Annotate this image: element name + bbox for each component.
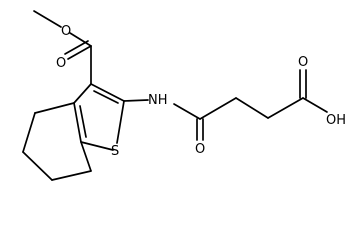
- bond-c3-c2-inner: [93, 90, 119, 104]
- atom-o-amide: O: [195, 142, 205, 157]
- bond-c-o-ester-double-a: [67, 45, 92, 60]
- chemical-structure: O O NH S O O OH: [22, 10, 346, 181]
- atom-labels: O O NH S O O OH: [56, 24, 346, 159]
- bond-o-c-ester: [69, 32, 92, 47]
- bond-methyl-o: [33, 10, 62, 28]
- bond-camide-ch2a: [199, 97, 237, 120]
- bond-cacid-oh: [302, 97, 328, 113]
- bond-c7a-c3a-inner: [79, 105, 87, 138]
- bond-n-camide: [173, 103, 201, 120]
- bond-c7a-c3a: [73, 102, 82, 143]
- atom-o-ester-carbonyl: O: [56, 56, 66, 71]
- bond-c3a-c3: [73, 83, 92, 104]
- atom-o-ester-methoxy: O: [61, 24, 71, 39]
- bond-s-c7a: [80, 141, 114, 151]
- bond-c5-c6: [22, 151, 53, 181]
- bond-c2-n: [123, 99, 149, 102]
- atom-s-thiophene: S: [111, 144, 119, 159]
- atom-o-acid-hydroxyl: OH: [326, 113, 346, 128]
- bond-c4-c5: [22, 112, 36, 153]
- bond-lines: [22, 10, 328, 181]
- bond-c2-s: [116, 100, 125, 144]
- bond-c-o-ester-double-b: [64, 40, 89, 55]
- bond-c3a-c4: [34, 102, 75, 114]
- bond-ch2a-ch2b: [235, 97, 269, 119]
- atom-o-acid-carbonyl: O: [298, 55, 308, 70]
- atom-n-amide: NH: [148, 93, 168, 108]
- bond-ch2b-cacid: [267, 97, 304, 119]
- bond-c7-c7a: [80, 141, 92, 172]
- bond-c6-c7: [51, 170, 92, 181]
- bond-c3-c2: [90, 83, 125, 102]
